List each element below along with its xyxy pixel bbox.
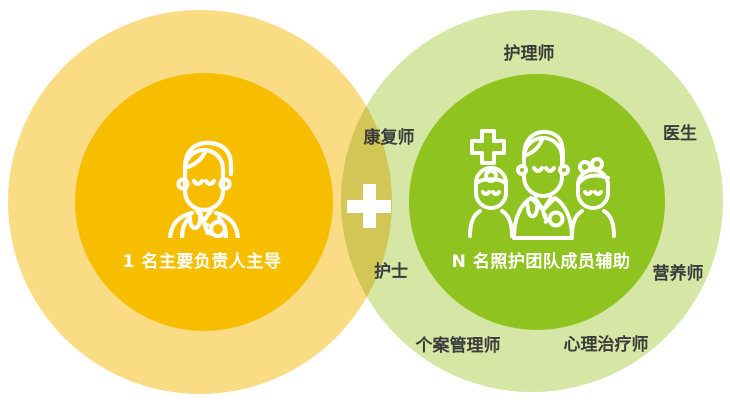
plus-icon — [347, 184, 391, 228]
doctor-hair — [182, 140, 234, 177]
role-label-nursing-specialist: 护理师 — [503, 44, 555, 64]
doctor-ear-right — [218, 177, 232, 191]
doctor-icon — [152, 134, 256, 238]
role-label-rehab-therapist: 康复师 — [363, 128, 415, 148]
role-label-nutritionist: 营养师 — [652, 264, 704, 284]
left-circle-caption: 1 名主要负责人主导 — [122, 252, 282, 272]
plus-icon-vertical-bar — [362, 184, 376, 228]
right-circle-caption: N 名照护团队成员辅助 — [451, 252, 631, 272]
role-label-case-manager: 个案管理师 — [415, 336, 501, 356]
medical-cross-icon — [470, 129, 506, 165]
doctor-eye-right — [203, 178, 217, 187]
doctor-face — [182, 147, 226, 213]
stethoscope-dot — [205, 223, 210, 227]
care-team-icon — [466, 126, 620, 242]
stethoscope-tube — [187, 216, 203, 231]
stethoscope-dot — [205, 231, 210, 235]
doctor-eye-left — [191, 178, 205, 187]
team-member-left — [468, 166, 514, 238]
doctor-ear-left — [176, 177, 190, 191]
team-member-right — [570, 157, 616, 238]
doctor-shoulder-right — [213, 210, 241, 238]
role-label-psychotherapist: 心理治疗师 — [563, 335, 649, 355]
team-member-center — [512, 129, 574, 240]
left-inner-circle — [75, 73, 333, 331]
stethoscope-earpieces — [186, 211, 204, 222]
doctor-arm-left — [179, 215, 192, 238]
role-label-doctor: 医生 — [663, 124, 697, 144]
stethoscope-bell — [208, 219, 228, 238]
doctor-hair-fringe — [182, 149, 208, 171]
role-label-nurse: 护士 — [374, 262, 408, 282]
